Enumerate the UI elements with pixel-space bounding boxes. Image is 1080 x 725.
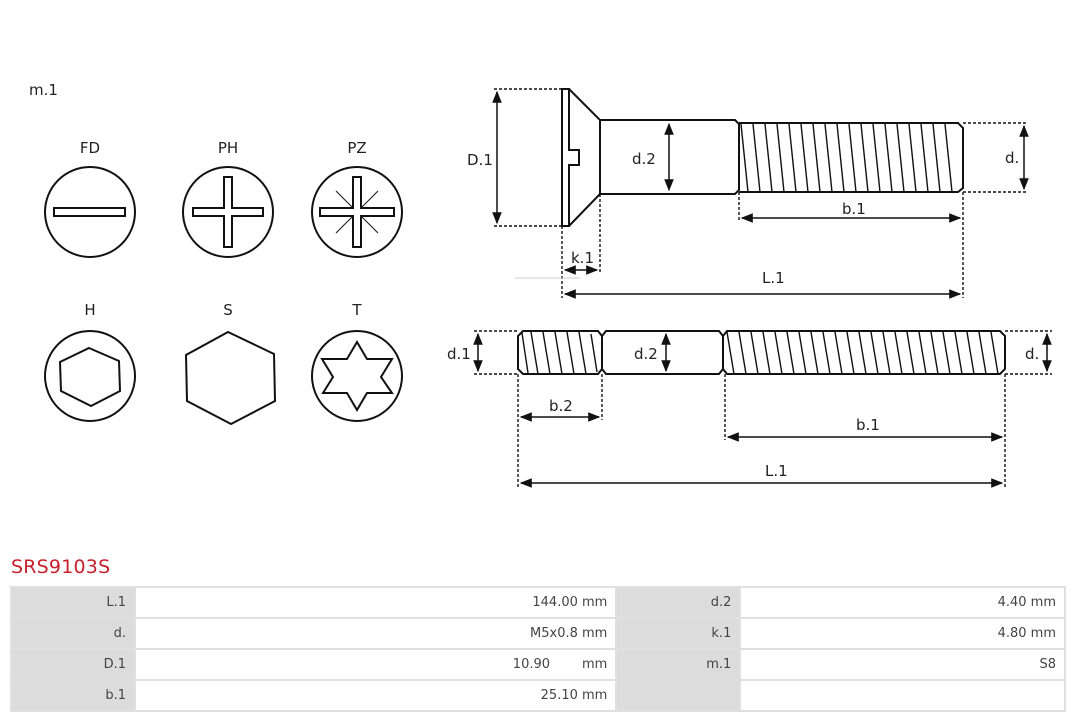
spec-value: 144.00 mm [136,588,616,617]
technical-drawing: m.1 FD PH PZ H S T [29,81,1052,488]
product-code-title: SRS9103S [11,556,111,578]
hex-head-icon [184,330,277,426]
countersunk-screw-drawing [492,88,1029,299]
spec-key: L.1 [12,588,134,617]
spec-key: d.2 [617,588,740,617]
head-label-h: H [84,301,95,319]
stud-bolt-drawing [473,330,1052,488]
stud-dim-label-L1: L.1 [765,462,788,480]
spec-value: 10.90 mm [136,650,616,679]
stud-dim-label-d1: d.1 [447,345,471,363]
spec-key: m.1 [617,650,740,679]
stud-dim-label-d2: d.2 [634,345,658,363]
torx-drive-icon [311,330,403,422]
spec-key: D.1 [12,650,134,679]
phillips-drive-icon [182,166,274,258]
dim-label-d: d. [1005,149,1019,167]
table-row: b.1 25.10 mm [12,681,1064,710]
stud-dim-label-b1: b.1 [856,416,880,434]
table-row: d. M5x0.8 mm k.1 4.80 mm [12,619,1064,648]
dim-label-b1: b.1 [842,200,866,218]
dim-label-k1: k.1 [571,249,594,267]
spec-value-unit: mm [582,657,608,672]
head-label-ph: PH [218,139,238,157]
head-label-t: T [351,301,362,319]
spec-value: M5x0.8 mm [136,619,616,648]
table-row: L.1 144.00 mm d.2 4.40 mm [12,588,1064,617]
head-types-label: m.1 [29,81,58,99]
dim-label-d2: d.2 [632,150,656,168]
head-label-pz: PZ [347,139,366,157]
spec-key [617,681,740,710]
head-label-s: S [223,301,233,319]
stud-dim-label-b2: b.2 [549,397,573,415]
pozidriv-drive-icon [311,166,403,258]
specs-table: L.1 144.00 mm d.2 4.40 mm d. M5x0.8 mm k… [10,586,1066,712]
dim-label-L1: L.1 [762,269,785,287]
spec-key: d. [12,619,134,648]
slotted-drive-icon [44,166,136,258]
spec-value [741,681,1064,710]
spec-value-number: 10.90 [512,657,551,672]
spec-value: 4.40 mm [741,588,1064,617]
spec-value: S8 [741,650,1064,679]
spec-value: 4.80 mm [741,619,1064,648]
spec-value: 25.10 mm [136,681,616,710]
head-label-fd: FD [80,139,100,157]
spec-key: k.1 [617,619,740,648]
hex-socket-drive-icon [44,330,136,422]
stud-dim-label-d: d. [1025,345,1039,363]
spec-key: b.1 [12,681,134,710]
dim-label-D1: D.1 [467,151,493,169]
table-row: D.1 10.90 mm m.1 S8 [12,650,1064,679]
